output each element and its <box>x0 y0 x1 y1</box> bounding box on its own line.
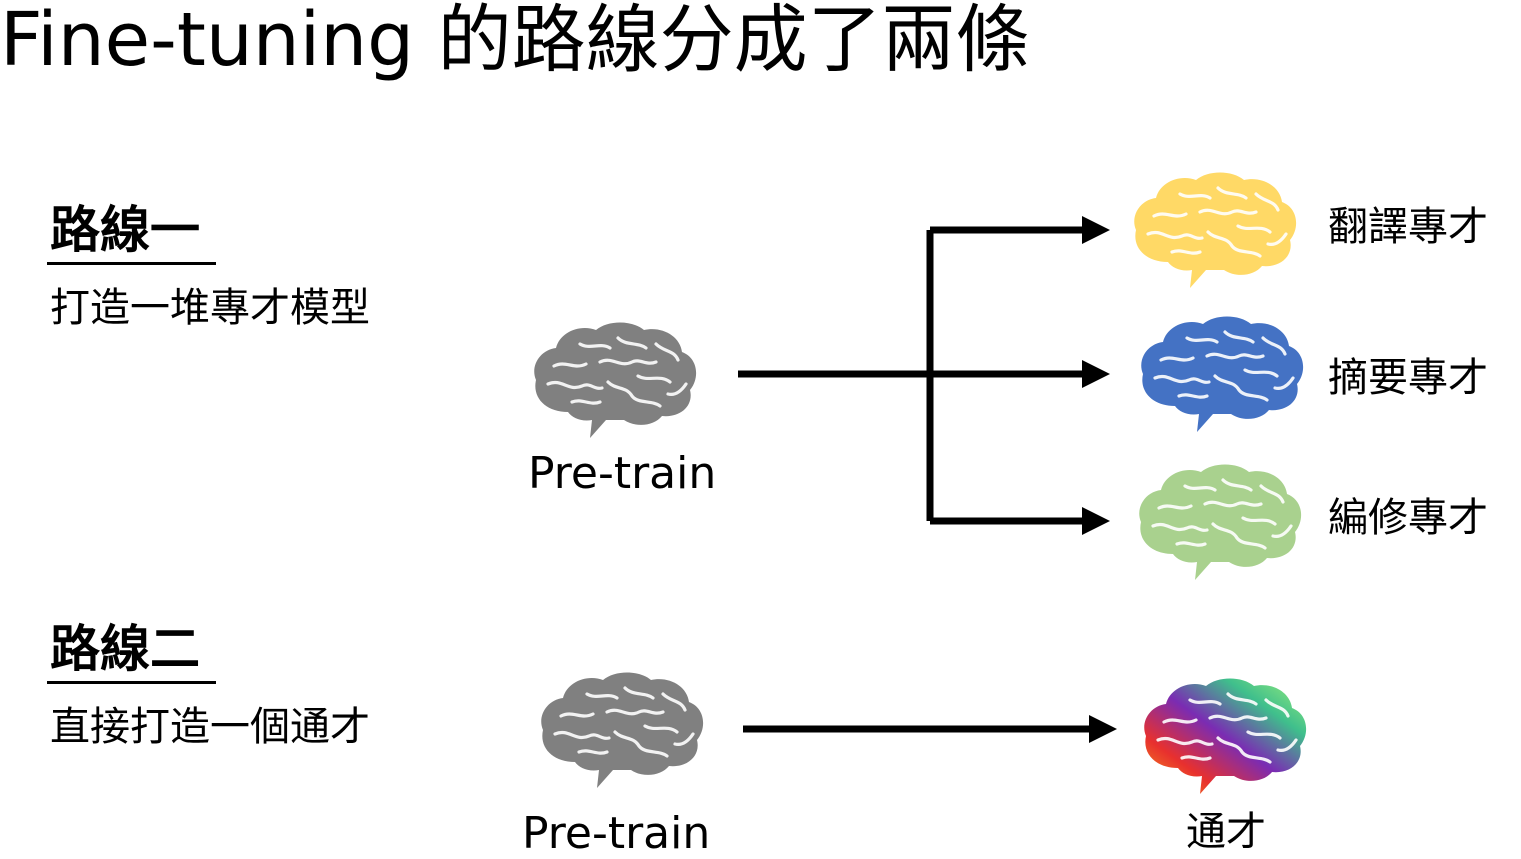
editing-brain-icon <box>1137 462 1303 580</box>
generalist-label: 通才 <box>1186 809 1266 855</box>
route-one-branch-arrows <box>738 226 1085 525</box>
specialist-label-summary: 摘要專才 <box>1328 355 1488 401</box>
pretrain-brain-icon <box>539 670 705 788</box>
route-one-description: 打造一堆專才模型 <box>50 285 370 331</box>
summary-brain-icon <box>1139 314 1305 432</box>
pretrain-brain-icon <box>532 320 698 438</box>
route-one-pretrain-label: Pre-train <box>528 448 717 499</box>
specialist-label-translation: 翻譯專才 <box>1328 204 1488 250</box>
generalist-brain-icon <box>1144 678 1307 794</box>
arrow-right-icon <box>1089 715 1117 743</box>
route-two-underline <box>47 681 216 684</box>
route-two-description: 直接打造一個通才 <box>50 704 370 750</box>
arrow-right-icon <box>1082 216 1110 244</box>
route-one-arrowheads <box>1082 216 1110 535</box>
specialist-label-editing: 編修專才 <box>1328 495 1488 541</box>
translation-brain-icon <box>1132 170 1298 288</box>
arrow-right-icon <box>1082 507 1110 535</box>
route-one-heading: 路線一 <box>50 201 200 259</box>
arrow-right-icon <box>1082 360 1110 388</box>
page-title: Fine-tuning 的路線分成了兩條 <box>0 0 1030 83</box>
route-two-pretrain-label: Pre-train <box>522 808 711 859</box>
route-two-heading: 路線二 <box>50 620 200 678</box>
route-two-arrow <box>743 715 1117 743</box>
route-one-underline <box>47 262 216 265</box>
